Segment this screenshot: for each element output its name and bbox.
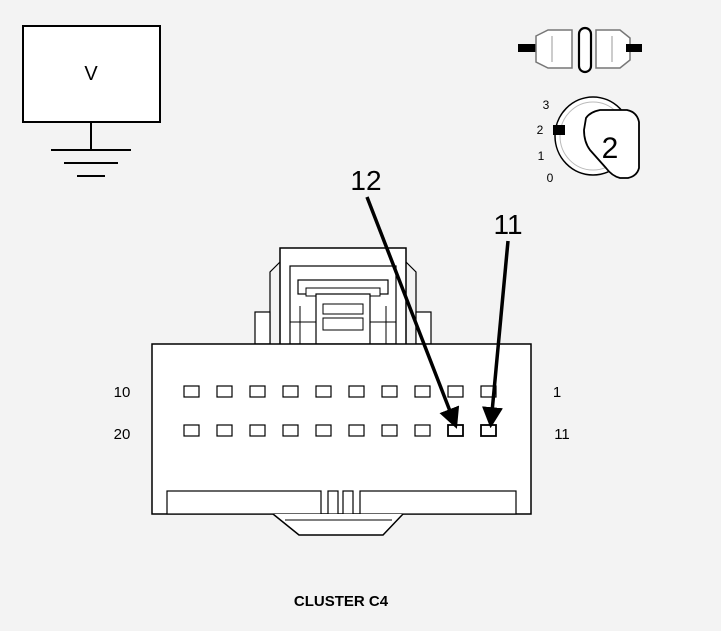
key-position-1: 1 <box>538 149 545 163</box>
callout-label-pin-11: 11 <box>493 209 522 240</box>
connector-body <box>151 343 532 515</box>
arrow-pin-12 <box>365 196 460 429</box>
ignition-key-icon: 3 2 1 0 2 <box>537 96 640 185</box>
connector-caption: CLUSTER C4 <box>294 593 389 610</box>
voltmeter-symbol: V <box>22 25 161 177</box>
key-selected-position: 2 <box>602 132 619 165</box>
pin-cavity-7 <box>282 385 299 398</box>
key-position-3: 3 <box>543 98 550 112</box>
pin-cavity-20 <box>183 424 200 437</box>
ground-icon <box>51 149 131 177</box>
pin-label-1: 1 <box>553 384 561 401</box>
pin-cavity-5 <box>348 385 365 398</box>
pin-label-20: 20 <box>114 426 131 443</box>
pin-label-10: 10 <box>114 384 131 401</box>
pin-cavity-1 <box>480 385 497 398</box>
pin-cavity-14 <box>381 424 398 437</box>
pin-cavity-12 <box>447 424 464 437</box>
pin-cavity-16 <box>315 424 332 437</box>
key-position-marker <box>553 125 565 135</box>
pin-cavity-19 <box>216 424 233 437</box>
pin-cavity-4 <box>381 385 398 398</box>
pin-label-11: 11 <box>554 426 570 443</box>
pin-cavity-13 <box>414 424 431 437</box>
pin-cavity-17 <box>282 424 299 437</box>
pin-row-1 <box>183 385 497 398</box>
pin-cavity-9 <box>216 385 233 398</box>
pin-cavity-18 <box>249 424 266 437</box>
voltmeter-box <box>22 25 161 123</box>
arrow-pin-11 <box>482 240 510 429</box>
voltmeter-label: V <box>84 63 98 85</box>
callout-label-pin-12: 12 <box>350 165 381 196</box>
connector-housing <box>151 247 532 536</box>
pin-cavity-3 <box>414 385 431 398</box>
pin-cavity-6 <box>315 385 332 398</box>
disconnected-connector-icon <box>518 26 642 74</box>
key-position-0: 0 <box>547 171 554 185</box>
pin-cavity-11 <box>480 424 497 437</box>
pin-cavity-2 <box>447 385 464 398</box>
pin-cavity-15 <box>348 424 365 437</box>
pin-cavity-10 <box>183 385 200 398</box>
key-position-2: 2 <box>537 123 544 137</box>
pin-cavity-8 <box>249 385 266 398</box>
pin-row-2 <box>183 424 497 437</box>
